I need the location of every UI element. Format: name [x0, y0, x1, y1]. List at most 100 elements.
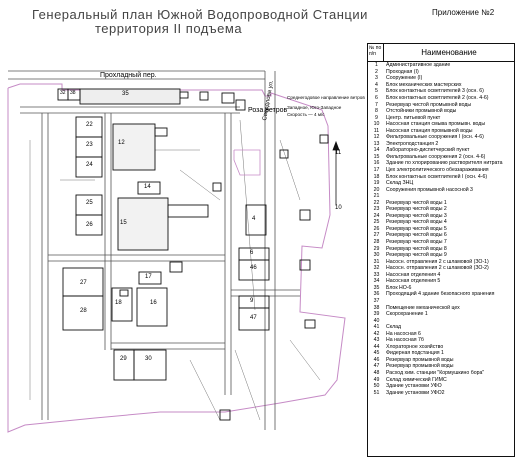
building-label: 25: [86, 200, 93, 206]
legend-row-number: 2: [375, 68, 378, 75]
legend-row-name: Резервуар промывной воды: [386, 356, 454, 363]
legend-row: 40: [368, 317, 514, 324]
legend-row-number: 44: [373, 343, 380, 350]
building-15: [117, 197, 169, 251]
legend-row-number: 48: [373, 369, 380, 376]
legend-row-number: 13: [373, 140, 380, 147]
legend-row-number: 27: [373, 232, 380, 239]
legend-row-number: 35: [373, 284, 380, 291]
building-47: [238, 307, 270, 331]
building-29: [113, 349, 135, 381]
legend-row-number: 36: [373, 291, 380, 298]
legend-row: 21: [368, 193, 514, 200]
legend-row-name: Склад химический ГИМС: [386, 376, 447, 383]
legend-row-number: 8: [375, 108, 378, 115]
building-24: [75, 156, 103, 178]
legend-row-number: 42: [373, 330, 380, 337]
legend-row-number: 17: [373, 167, 380, 174]
legend-row-name: Цех электролитического обеззараживания: [386, 167, 489, 174]
building-label: 11: [335, 150, 342, 156]
legend-row-number: 11: [373, 127, 380, 134]
legend-row-name: Резервуар чистой воды 9: [386, 252, 447, 259]
building-label: 47: [250, 315, 257, 321]
legend-row-number: 38: [373, 304, 380, 311]
legend-row-number: 21: [373, 193, 380, 200]
legend-row-name: Здание установки УФО2: [386, 389, 445, 396]
building-label: 16: [150, 300, 157, 306]
building-30: [133, 349, 167, 381]
legend-row-number: 5: [375, 88, 378, 95]
building-12: [112, 123, 156, 171]
inner-boundary: [233, 149, 261, 176]
building-label: 9: [250, 298, 254, 304]
building-label: 29: [120, 356, 127, 362]
building-label: 10: [335, 205, 342, 211]
legend-row-number: 7: [375, 101, 378, 108]
legend-row-number: 20: [373, 186, 380, 193]
legend-row-name: На насосная 7б: [386, 337, 424, 344]
legend-row-name: Сооружение (I): [386, 75, 423, 82]
legend-row-number: 33: [373, 271, 380, 278]
legend-row-name: Проходная (I): [386, 68, 419, 75]
legend-row-name: Резервуар чистой воды 7: [386, 239, 447, 246]
legend-row-name: Расход хим. станции "Кормушкино бора": [386, 369, 485, 376]
legend-row-name: Блок контактных осветлителей 3 (осн. 6): [386, 88, 484, 95]
utility-lines: [29, 119, 321, 421]
legend-row-name: Здание установки УФО: [386, 383, 442, 390]
building-6: [238, 247, 270, 261]
wind-note-3: Скорость — 4 м/с: [287, 112, 325, 117]
legend-row-number: 40: [373, 317, 380, 324]
legend-row-number: 6: [375, 95, 378, 101]
legend-row: 49 Склад химический ГИМС: [368, 376, 514, 383]
legend-row: 2 Проходная (I): [368, 69, 514, 76]
building-label: 32: [60, 90, 66, 96]
legend-row-number: 49: [373, 376, 380, 383]
building-label: 12: [118, 140, 125, 146]
legend-row-number: 47: [373, 363, 380, 370]
legend-row-name: Сооружения промывной насосной 3: [386, 186, 473, 193]
legend-row: 20 Сооружения промывной насосной 3: [368, 186, 514, 193]
legend-row-name: Склад ЗНЦ: [386, 180, 414, 187]
legend-row-name: Насосная станция промывной воды: [386, 127, 473, 134]
legend-row-name: Резервуар чистой воды 6: [386, 232, 447, 239]
building-label: 14: [144, 184, 151, 190]
legend-row-name: Здание по хлорированию растворителя нитр…: [386, 160, 503, 167]
legend-row-number: 9: [375, 114, 378, 121]
legend-row: 48 Расход хим. станции "Кормушкино бора": [368, 370, 514, 377]
legend-header: № по п/п Наименование: [368, 44, 514, 62]
legend-row-name: Помещение механической цех: [386, 304, 460, 311]
legend-row-number: 24: [373, 212, 380, 219]
north-arrow: [332, 140, 340, 205]
building-label: 6: [250, 250, 254, 256]
legend-row-name: Блок контактных осветлителей I (осн. 4-6…: [386, 173, 488, 180]
legend-row-name: Насосн. отправления 2 с шламовой (ЗО-2): [386, 265, 489, 272]
road-network: [8, 70, 300, 430]
legend-row: 27 Резервуар чистой воды 6: [368, 232, 514, 239]
